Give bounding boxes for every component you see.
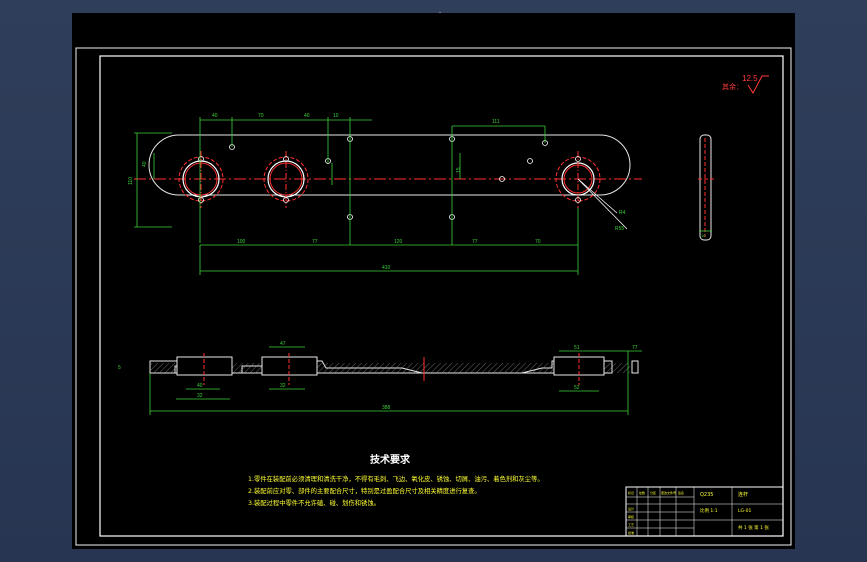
svg-text:签名: 签名 [678,490,684,495]
roughness-symbol: 其余： 12.5 [722,74,769,95]
svg-text:比例 1:1: 比例 1:1 [700,507,718,514]
svg-text:处数: 处数 [639,490,645,495]
drawing-viewport[interactable]: 其余： 12.5 [72,13,795,549]
svg-text:共 1 张 第 1 张: 共 1 张 第 1 张 [738,524,769,531]
dim-r4: R4 [619,210,626,216]
svg-text:10: 10 [701,233,706,238]
sec-dim-52: 52 [574,385,580,391]
top-view-dimensions [134,117,579,275]
dim-15: 15 [456,167,462,173]
sec-dim-51: 51 [574,345,580,351]
technical-requirements: 技术要求 1.零件在装配前必须清理和清洗干净，不得有毛刺、飞边、氧化皮、锈蚀、切… [248,453,544,507]
dim-r55: R55 [615,226,624,232]
sec-dim-5: 5 [118,365,121,371]
title-block: Q235 连杆 比例 1:1 LG-01 共 1 张 第 1 张 标记 处数 分… [625,486,784,537]
tech-req-item-2: 2.装配前应对零、部件的主要配合尺寸，特别是过盈配合尺寸及相关精度进行复查。 [248,486,481,495]
outer-frame [75,47,792,546]
svg-text:分区: 分区 [650,490,656,495]
dim-70b: 70 [535,239,541,245]
cad-drawing: 其余： 12.5 [75,47,792,546]
svg-text:标记: 标记 [628,490,634,495]
dim-100: 100 [237,239,246,245]
sec-dim-32: 32 [197,393,203,399]
tech-req-item-3: 3.装配过程中零件不允许磕、碰、划伤和锈蚀。 [248,498,380,507]
sec-dim-32b: 32 [280,383,286,389]
inner-frame [99,55,784,537]
svg-text:LG-01: LG-01 [738,508,751,514]
tech-req-title: 技术要求 [370,453,411,466]
dim-120: 120 [394,239,403,245]
sec-dim-40: 40 [197,383,203,389]
svg-text:审核: 审核 [628,514,634,519]
svg-text:其余：: 其余： [722,82,743,91]
dim-10: 10 [333,113,339,119]
tech-req-item-1: 1.零件在装配前必须清理和清洗干净，不得有毛刺、飞边、氧化皮、锈蚀、切屑、油污、… [248,474,544,483]
dim-40: 40 [212,113,218,119]
svg-text:更改文件号: 更改文件号 [661,490,676,495]
svg-text:设计: 设计 [628,506,634,511]
dim-70: 70 [258,113,264,119]
dim-40v: 40 [142,161,148,167]
dim-77b: 77 [472,239,478,245]
dim-111: 111 [492,119,500,125]
dim-77: 77 [312,239,318,245]
dim-40b: 40 [304,113,310,119]
sec-dim-47: 47 [280,341,286,347]
svg-text:连杆: 连杆 [738,491,748,498]
sec-dim-388: 388 [382,405,391,411]
svg-text:12.5: 12.5 [742,74,758,83]
svg-text:Q235: Q235 [700,492,713,498]
dim-410: 410 [382,265,391,271]
dim-110: 110 [128,177,134,185]
section-dimensions [149,346,642,415]
side-view: 10 [698,134,714,241]
link-plate-top-view [134,134,642,230]
sec-dim-77: 77 [632,345,638,351]
section-view [149,353,639,385]
svg-text:批准: 批准 [628,530,634,535]
svg-text:工艺: 工艺 [628,522,634,527]
